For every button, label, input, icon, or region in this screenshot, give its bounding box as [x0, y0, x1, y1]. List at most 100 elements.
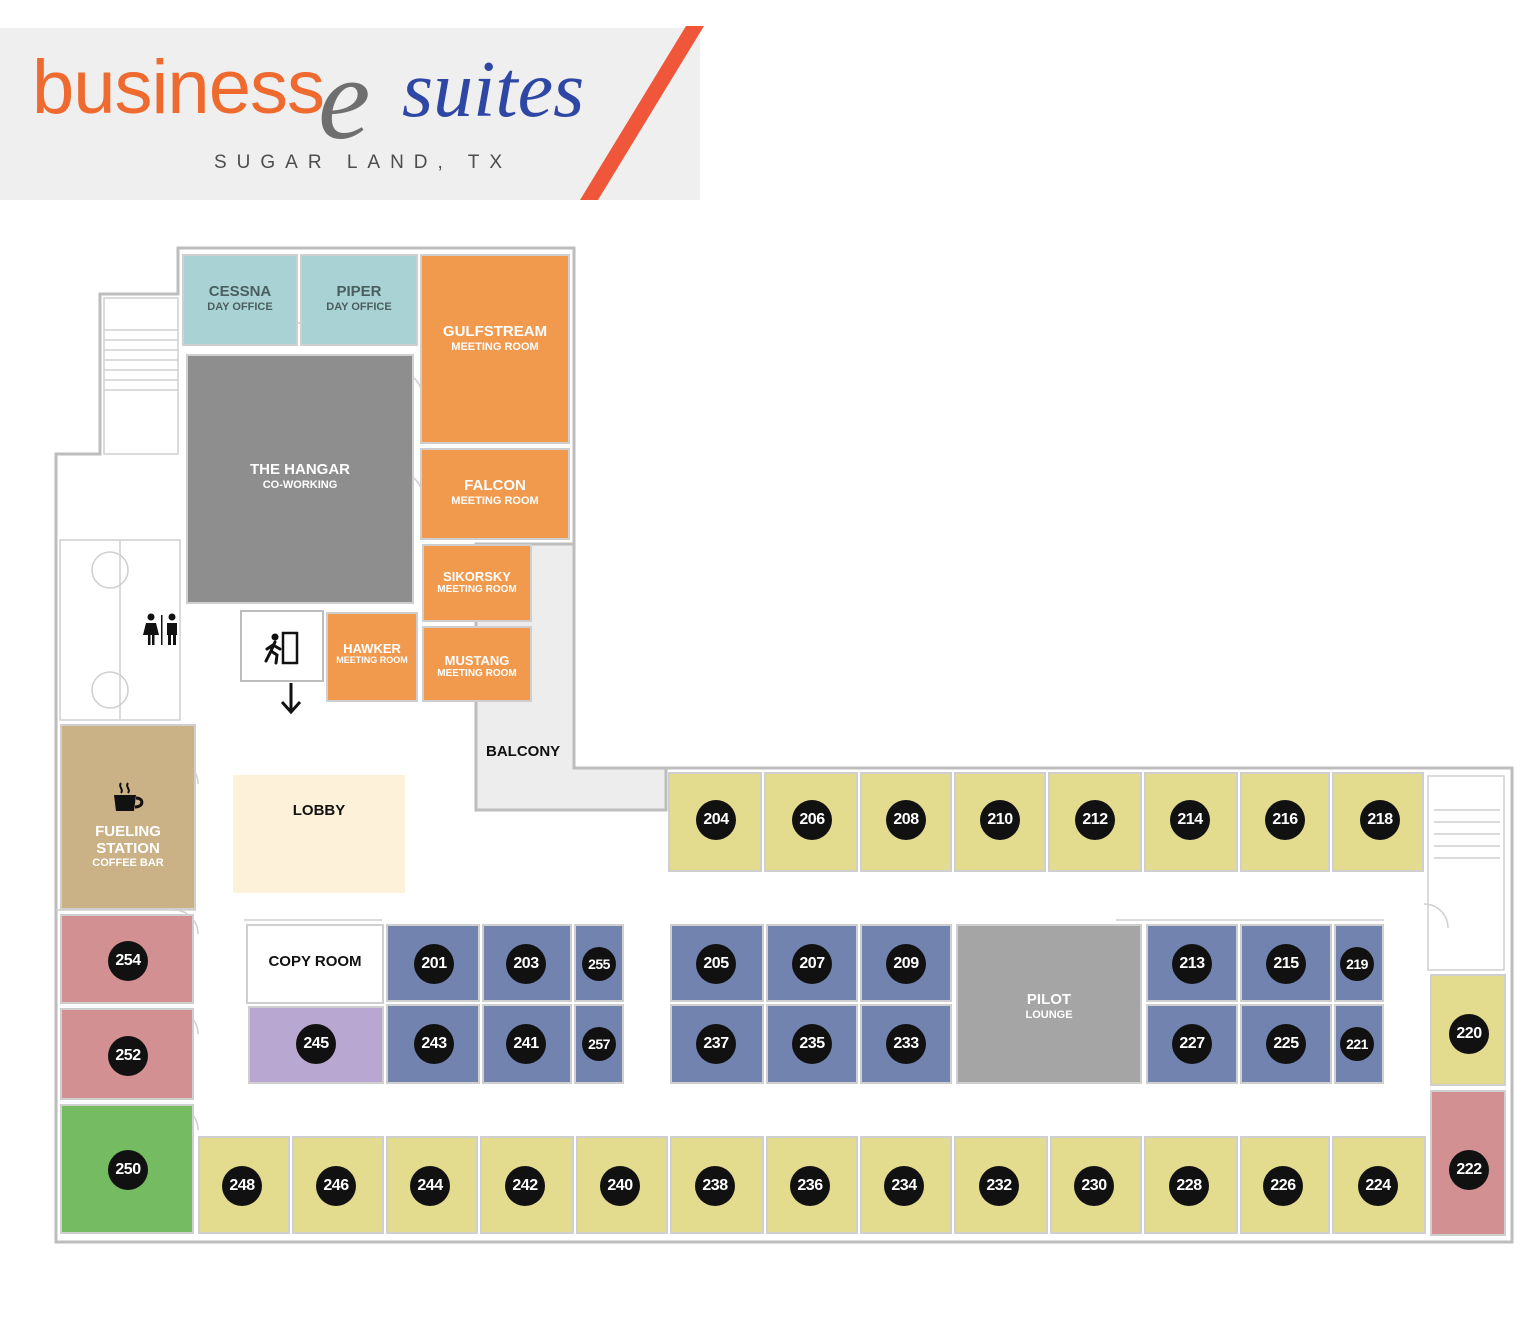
room-falcon[interactable]: FALCON MEETING ROOM: [420, 448, 570, 540]
office-232[interactable]: 232: [954, 1136, 1048, 1234]
room-piper[interactable]: PIPER DAY OFFICE: [300, 254, 418, 346]
logo-letter-e: e: [318, 33, 371, 164]
office-number-badge: 209: [886, 944, 926, 984]
office-238[interactable]: 238: [670, 1136, 764, 1234]
office-243[interactable]: 243: [386, 1004, 480, 1084]
office-203[interactable]: 203: [482, 924, 572, 1002]
office-number-badge: 235: [792, 1024, 832, 1064]
office-206[interactable]: 206: [764, 772, 858, 872]
office-252[interactable]: 252: [60, 1008, 194, 1100]
office-225[interactable]: 225: [1240, 1004, 1332, 1084]
office-226[interactable]: 226: [1240, 1136, 1330, 1234]
office-250[interactable]: 250: [60, 1104, 194, 1234]
office-number-badge: 254: [108, 941, 148, 981]
office-245[interactable]: 245: [248, 1006, 384, 1084]
office-215[interactable]: 215: [1240, 924, 1332, 1002]
office-235[interactable]: 235: [766, 1004, 858, 1084]
office-257[interactable]: 257: [574, 1004, 624, 1084]
room-hangar[interactable]: THE HANGAR CO-WORKING: [186, 354, 414, 604]
room-lobby[interactable]: LOBBY: [233, 775, 405, 893]
office-255[interactable]: 255: [574, 924, 624, 1002]
office-212[interactable]: 212: [1048, 772, 1142, 872]
office-number-badge: 234: [884, 1166, 924, 1206]
office-number-badge: 208: [886, 800, 926, 840]
room-piper-sub: DAY OFFICE: [326, 300, 392, 313]
office-240[interactable]: 240: [576, 1136, 668, 1234]
office-241[interactable]: 241: [482, 1004, 572, 1084]
office-number-badge: 204: [696, 800, 736, 840]
room-gulfstream-name: GULFSTREAM: [442, 323, 548, 340]
office-220[interactable]: 220: [1430, 974, 1506, 1086]
room-copy-name: COPY ROOM: [268, 953, 362, 970]
office-208[interactable]: 208: [860, 772, 952, 872]
room-fueling-name-1: FUELING: [95, 823, 161, 840]
office-number-badge: 241: [506, 1024, 546, 1064]
office-237[interactable]: 237: [670, 1004, 764, 1084]
office-number-badge: 240: [600, 1166, 640, 1206]
office-207[interactable]: 207: [766, 924, 858, 1002]
office-210[interactable]: 210: [954, 772, 1046, 872]
coffee-cup-icon: [108, 780, 148, 816]
room-copy[interactable]: COPY ROOM: [246, 924, 384, 1004]
room-mustang-sub: MEETING ROOM: [437, 668, 517, 680]
office-230[interactable]: 230: [1050, 1136, 1142, 1234]
room-fueling-station[interactable]: FUELING STATION COFFEE BAR: [60, 724, 196, 910]
office-222[interactable]: 222: [1430, 1090, 1506, 1236]
room-hangar-sub: CO-WORKING: [262, 478, 338, 491]
office-221[interactable]: 221: [1334, 1004, 1384, 1084]
office-number-badge: 257: [582, 1027, 616, 1061]
room-cessna[interactable]: CESSNA DAY OFFICE: [182, 254, 298, 346]
office-number-badge: 245: [296, 1024, 336, 1064]
office-234[interactable]: 234: [860, 1136, 952, 1234]
room-sikorsky[interactable]: SIKORSKY MEETING ROOM: [422, 544, 532, 622]
office-246[interactable]: 246: [292, 1136, 384, 1234]
room-hawker-sub: MEETING ROOM: [336, 655, 408, 666]
office-254[interactable]: 254: [60, 914, 194, 1004]
office-205[interactable]: 205: [670, 924, 764, 1002]
office-201[interactable]: 201: [386, 924, 480, 1002]
office-214[interactable]: 214: [1144, 772, 1238, 872]
office-number-badge: 219: [1340, 947, 1374, 981]
restroom-icon: [140, 612, 182, 648]
office-216[interactable]: 216: [1240, 772, 1330, 872]
office-number-badge: 236: [790, 1166, 830, 1206]
room-pilot-lounge[interactable]: PILOT LOUNGE: [956, 924, 1142, 1084]
office-209[interactable]: 209: [860, 924, 952, 1002]
office-224[interactable]: 224: [1332, 1136, 1426, 1234]
room-sikorsky-sub: MEETING ROOM: [437, 584, 517, 596]
office-248[interactable]: 248: [198, 1136, 290, 1234]
office-233[interactable]: 233: [860, 1004, 952, 1084]
office-number-badge: 218: [1360, 800, 1400, 840]
room-mustang[interactable]: MUSTANG MEETING ROOM: [422, 626, 532, 702]
office-242[interactable]: 242: [480, 1136, 574, 1234]
logo-word-suites: suites: [402, 46, 585, 134]
room-lobby-name: LOBBY: [292, 802, 346, 819]
office-228[interactable]: 228: [1144, 1136, 1238, 1234]
office-number-badge: 220: [1449, 1014, 1489, 1054]
office-218[interactable]: 218: [1332, 772, 1424, 872]
office-number-badge: 213: [1172, 944, 1212, 984]
office-number-badge: 248: [222, 1166, 262, 1206]
office-number-badge: 238: [695, 1166, 735, 1206]
room-hangar-name: THE HANGAR: [250, 461, 350, 478]
header-slash: [580, 26, 704, 200]
office-244[interactable]: 244: [386, 1136, 478, 1234]
office-227[interactable]: 227: [1146, 1004, 1238, 1084]
room-gulfstream[interactable]: GULFSTREAM MEETING ROOM: [420, 254, 570, 444]
office-number-badge: 203: [506, 944, 546, 984]
office-204[interactable]: 204: [668, 772, 762, 872]
office-236[interactable]: 236: [766, 1136, 858, 1234]
room-hawker[interactable]: HAWKER MEETING ROOM: [326, 612, 418, 702]
office-213[interactable]: 213: [1146, 924, 1238, 1002]
emergency-exit-icon: [262, 630, 300, 666]
office-number-badge: 243: [414, 1024, 454, 1064]
office-number-badge: 228: [1169, 1166, 1209, 1206]
office-number-badge: 252: [108, 1036, 148, 1076]
office-number-badge: 224: [1358, 1166, 1398, 1206]
office-number-badge: 214: [1170, 800, 1210, 840]
office-219[interactable]: 219: [1334, 924, 1384, 1002]
office-number-badge: 227: [1172, 1024, 1212, 1064]
office-number-badge: 242: [505, 1166, 545, 1206]
office-number-badge: 246: [316, 1166, 356, 1206]
